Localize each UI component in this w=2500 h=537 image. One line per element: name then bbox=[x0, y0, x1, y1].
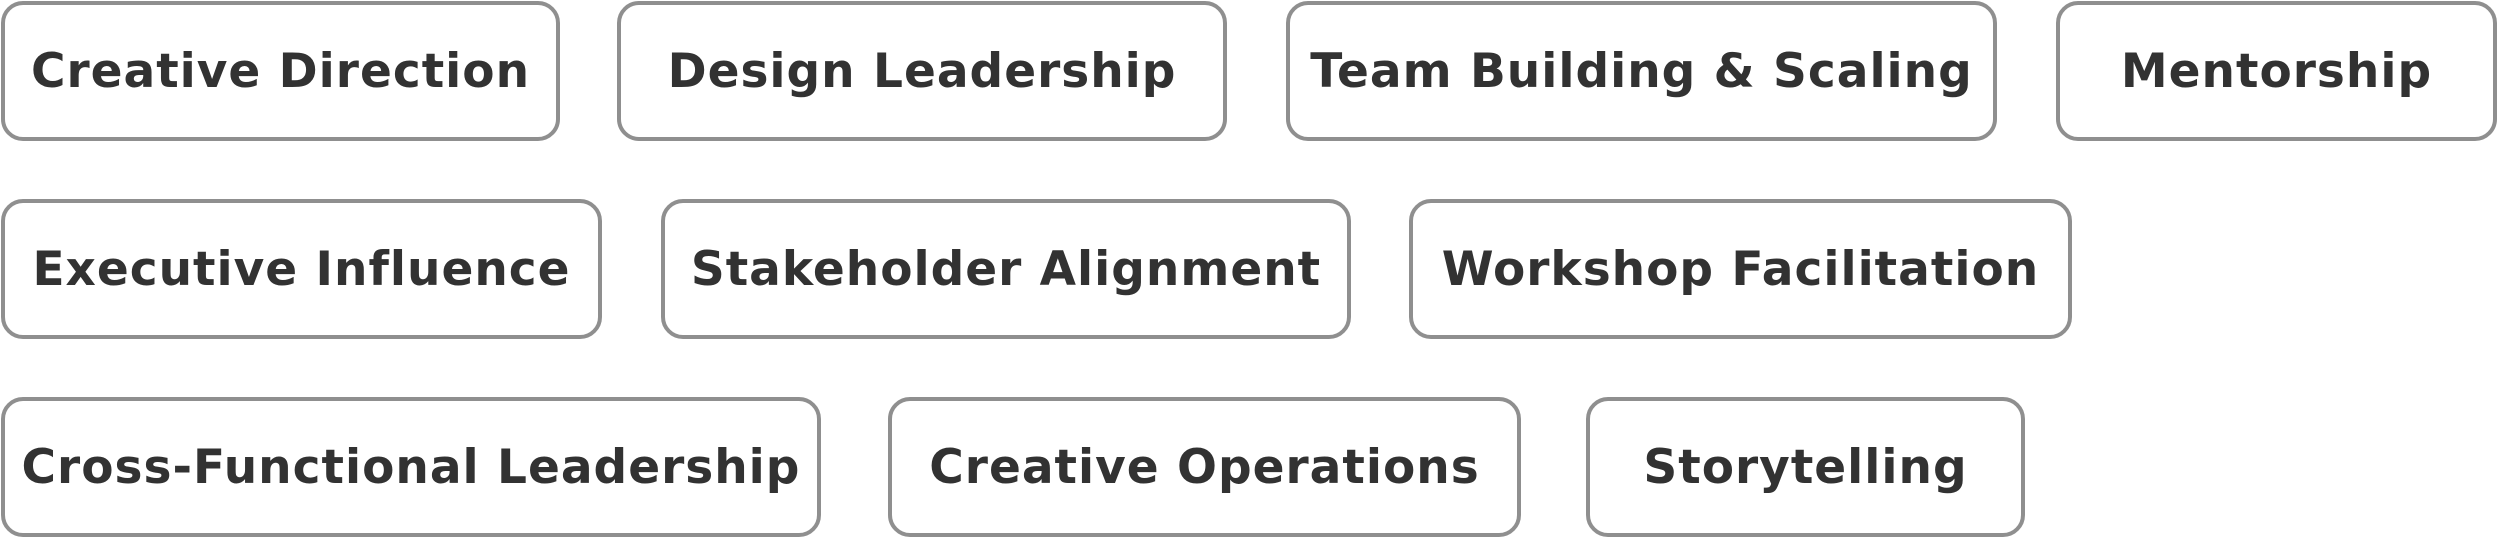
tag-design-leadership[interactable]: Design Leadership bbox=[617, 1, 1227, 141]
tag-executive-influence[interactable]: Executive Influence bbox=[1, 199, 602, 339]
tag-team-building-scaling[interactable]: Team Building & Scaling bbox=[1286, 1, 1997, 141]
tag-mentorship[interactable]: Mentorship bbox=[2056, 1, 2497, 141]
tag-workshop-facilitation[interactable]: Workshop Facilitation bbox=[1409, 199, 2072, 339]
tag-creative-direction[interactable]: Creative Direction bbox=[1, 1, 560, 141]
tag-cross-functional-leadership[interactable]: Cross-Functional Leadership bbox=[1, 397, 821, 537]
tag-stakeholder-alignment[interactable]: Stakeholder Alignment bbox=[661, 199, 1351, 339]
tag-creative-operations[interactable]: Creative Operations bbox=[888, 397, 1521, 537]
tag-storytelling[interactable]: Storytelling bbox=[1586, 397, 2025, 537]
